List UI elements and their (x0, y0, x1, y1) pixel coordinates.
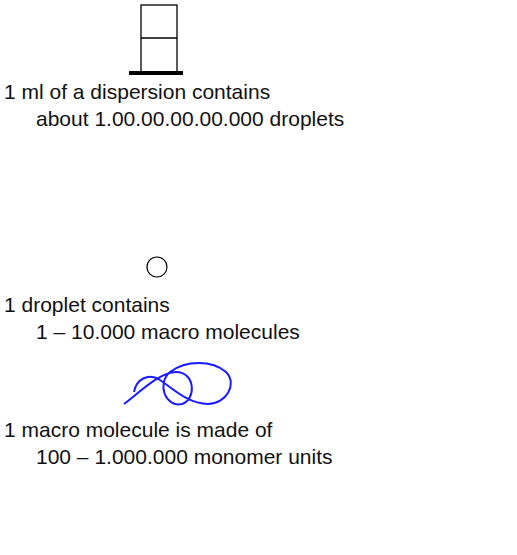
caption-text: 1 droplet contains (4, 293, 170, 317)
droplet-icon (147, 257, 167, 277)
caption-text: about 1.00.00.00.00.000 droplets (36, 107, 344, 131)
macromolecule-squiggle (124, 363, 231, 404)
caption-text: 1 – 10.000 macro molecules (36, 320, 300, 344)
caption-text: 100 – 1.000.000 monomer units (36, 445, 333, 469)
beaker-icon (129, 5, 183, 75)
caption-text: 1 ml of a dispersion contains (4, 80, 270, 104)
caption-text: 1 macro molecule is made of (4, 418, 272, 442)
